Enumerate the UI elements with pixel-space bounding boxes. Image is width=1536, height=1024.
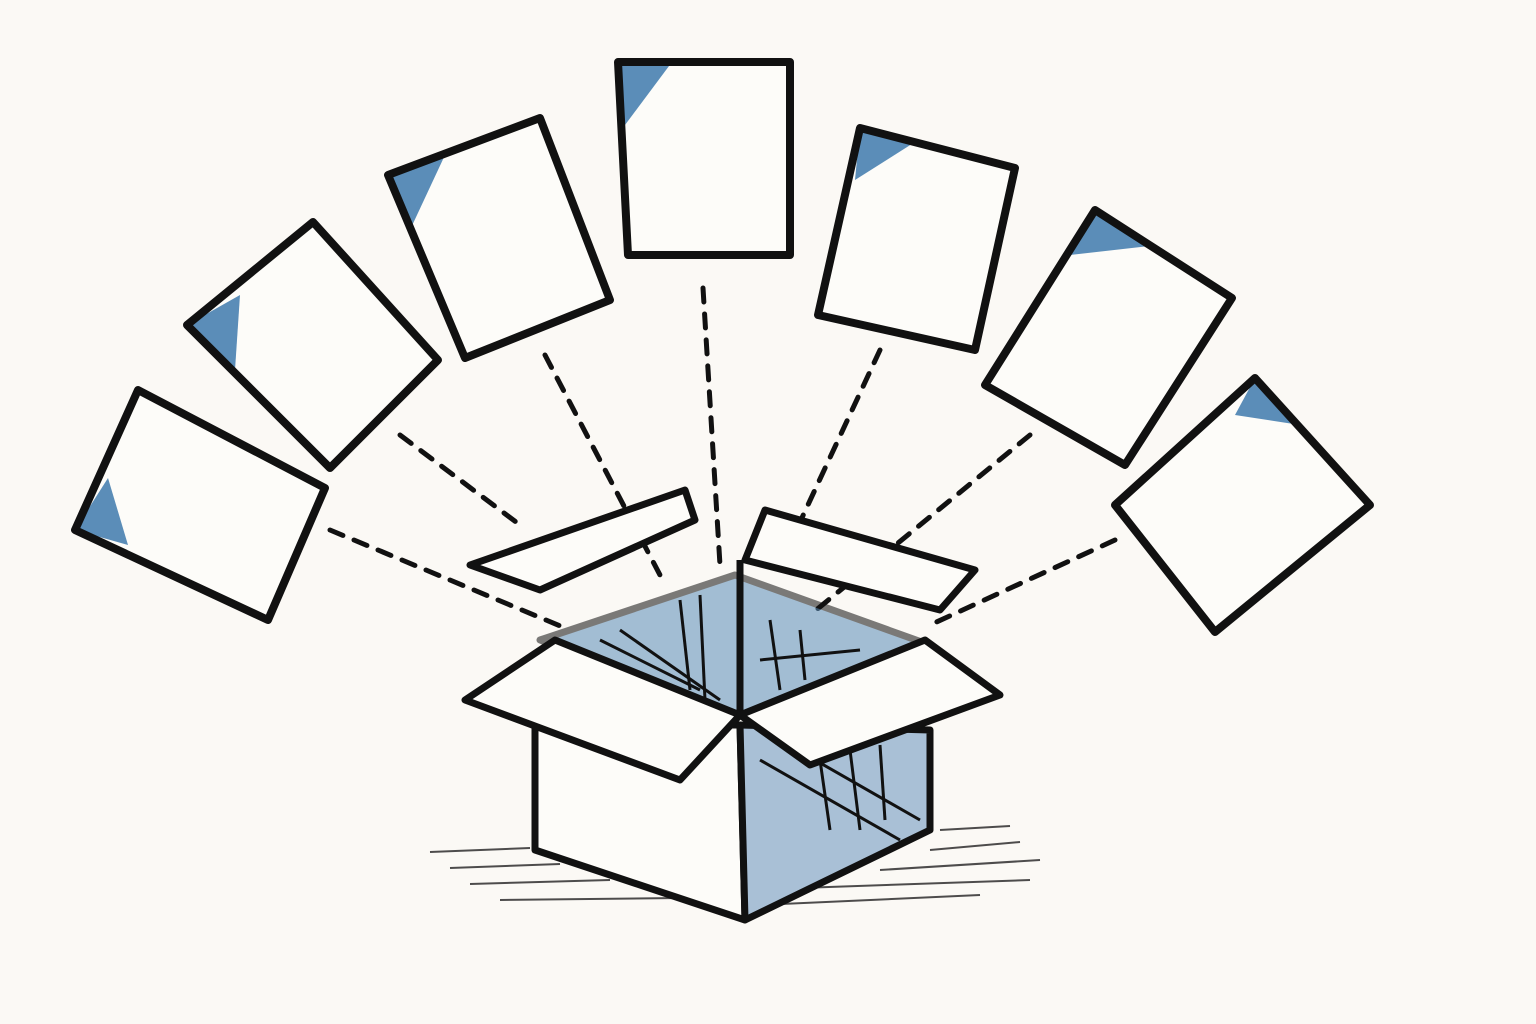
card-outline	[183, 218, 442, 472]
card-blue-corner	[187, 295, 240, 370]
card-outline	[814, 124, 1019, 354]
card-5	[814, 124, 1019, 354]
box-back-flap-left	[466, 486, 699, 594]
dashed-connector-7	[927, 537, 1118, 628]
card-body	[1115, 378, 1370, 632]
box-shadow-hatching	[429, 825, 1041, 906]
card-outline	[981, 206, 1236, 469]
card-body	[818, 128, 1015, 350]
card-outline	[71, 386, 329, 624]
box-front-flap-right	[736, 636, 1004, 769]
card-outline	[1111, 374, 1374, 636]
card-2	[183, 218, 442, 472]
card-body	[75, 390, 325, 620]
card-4	[614, 58, 794, 259]
dashed-connector-4	[700, 285, 723, 568]
card-1	[71, 386, 329, 624]
card-body	[187, 222, 438, 468]
card-body	[618, 62, 790, 255]
card-3	[384, 114, 614, 362]
floating-cards	[71, 58, 1374, 636]
interior-hatching	[599, 594, 861, 702]
card-outline	[384, 114, 614, 362]
right-face-hatching	[759, 738, 921, 842]
card-6	[981, 206, 1236, 469]
dashed-connector-2	[397, 432, 523, 528]
box-back-flap-right	[741, 506, 979, 614]
card-outline	[614, 58, 794, 259]
open-box	[461, 486, 1004, 924]
card-blue-corner	[618, 62, 672, 125]
dashed-connector-1	[327, 527, 573, 633]
card-body	[985, 210, 1232, 465]
card-blue-corner	[75, 478, 128, 545]
card-7	[1111, 374, 1374, 636]
